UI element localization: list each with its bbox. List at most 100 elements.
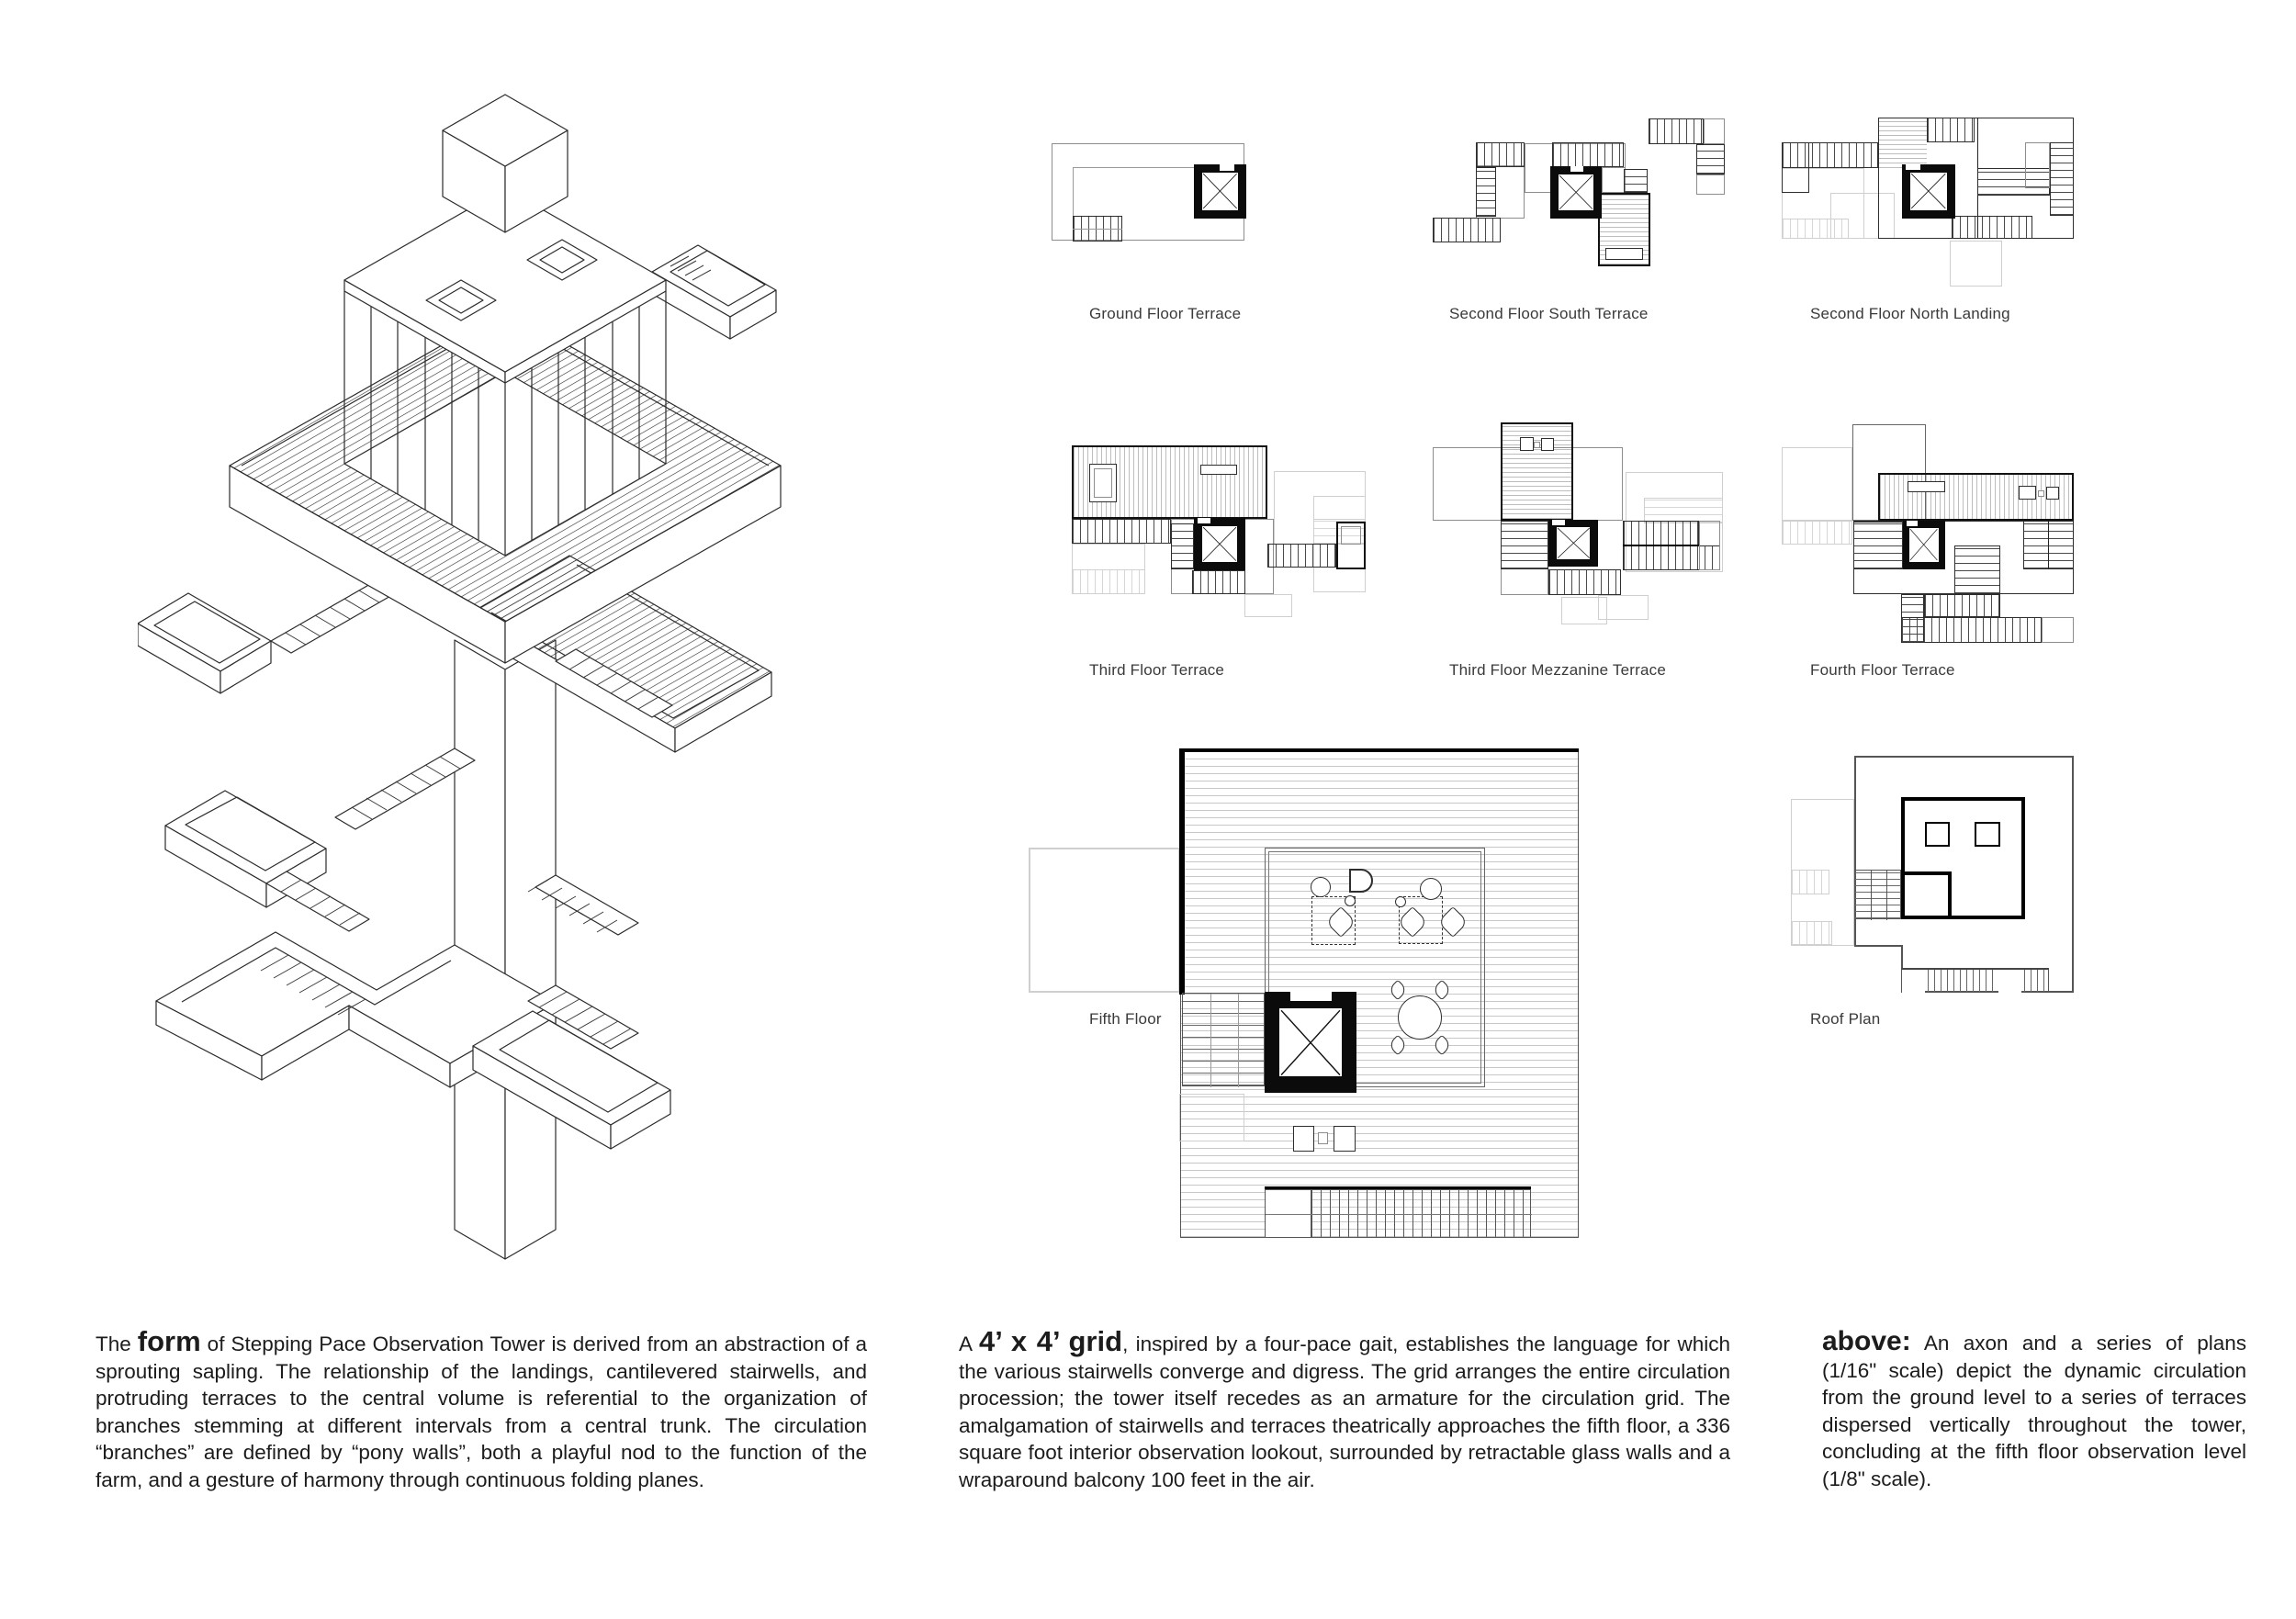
upper-left-landing	[138, 582, 393, 694]
wall-line	[1073, 167, 1074, 217]
round-table	[1398, 995, 1442, 1040]
plan-label-fifth-floor: Fifth Floor	[1089, 1010, 1162, 1028]
stair-run	[1954, 545, 2000, 594]
core-x-icon	[1559, 174, 1593, 210]
ghost-outline	[1029, 848, 1180, 993]
elevator-core	[1548, 520, 1598, 567]
stair-run	[1501, 521, 1548, 569]
elevator-core	[1902, 164, 1955, 219]
lounge-chair	[1349, 869, 1373, 893]
core-cab	[1910, 173, 1947, 210]
core-cab	[1556, 527, 1591, 559]
ghost-stair	[1791, 870, 1829, 894]
plan-label-second-floor-south-terrace: Second Floor South Terrace	[1449, 305, 1649, 322]
terrace-deck	[1501, 422, 1573, 521]
ghost-outline	[1830, 193, 1895, 239]
landing-outline	[1782, 142, 1809, 193]
stair-midline	[1266, 1214, 1532, 1215]
stair-run	[1952, 216, 2032, 239]
landing-outline	[1696, 174, 1725, 195]
plan-second-floor-south-terrace	[1433, 92, 1763, 294]
glass-wall	[1268, 851, 1481, 1084]
stair-run	[1548, 569, 1621, 595]
furniture	[1541, 438, 1554, 451]
stair-run	[1649, 118, 1704, 144]
furniture	[1318, 1132, 1328, 1144]
side-table	[1395, 896, 1406, 907]
stair-run	[1433, 218, 1501, 242]
ghost-stair	[1791, 921, 1832, 945]
furniture	[1520, 437, 1534, 451]
plan-label-second-floor-north-landing: Second Floor North Landing	[1810, 305, 2010, 322]
core-cab	[1558, 174, 1594, 210]
stair-rail	[1210, 994, 1211, 1087]
core-door-notch	[1552, 520, 1565, 525]
caption-form-lead: form	[137, 1325, 201, 1357]
landing-outline	[1336, 522, 1366, 569]
ghost-outline	[1561, 597, 1607, 624]
core-x-icon	[1280, 1009, 1341, 1075]
roof-edge	[1854, 945, 1901, 947]
bench	[1908, 481, 1945, 492]
stair-rail	[1886, 871, 1887, 920]
caption-grid-before: A	[959, 1332, 980, 1355]
furniture	[2019, 486, 2036, 500]
furniture	[1534, 442, 1540, 448]
caption-above-text: An axon and a series of plans (1/16" sca…	[1822, 1332, 2246, 1490]
plan-label-ground-floor-terrace: Ground Floor Terrace	[1089, 305, 1242, 322]
caption-grid-lead: 4’ x 4’ grid	[979, 1325, 1123, 1357]
pouf-chair	[1311, 877, 1331, 897]
stair-landing	[1998, 970, 2021, 993]
ghost-outline	[1950, 241, 2002, 287]
plan-roof	[1791, 751, 2112, 1027]
core-cab	[1909, 528, 1939, 562]
plan-fourth-floor-terrace	[1782, 413, 2112, 661]
stair-rail	[1871, 871, 1872, 920]
furniture	[2046, 487, 2059, 500]
roof-slab	[343, 187, 667, 384]
core-door-notch	[1907, 521, 1918, 526]
axon-drawing	[138, 94, 782, 1260]
plan-label-third-floor-terrace: Third Floor Terrace	[1089, 661, 1225, 679]
plan-third-floor-terrace	[1056, 404, 1405, 634]
stair-run	[1782, 142, 1878, 168]
skylight	[1925, 822, 1950, 847]
core-x-icon	[1910, 529, 1938, 561]
wall-line	[2048, 521, 2049, 569]
roof-access-cube	[442, 94, 568, 233]
core-x-icon	[1202, 526, 1237, 562]
plan-second-floor-north-landing	[1782, 92, 2112, 294]
rug	[1311, 896, 1356, 945]
stair-run	[1476, 167, 1496, 217]
balcony-stair	[1265, 1189, 1532, 1238]
furniture	[1334, 1126, 1356, 1152]
core-x-icon	[1557, 527, 1590, 559]
stair-midline	[1073, 229, 1122, 230]
stair-run	[1924, 594, 2000, 617]
top-right-balcony	[651, 244, 777, 340]
skylight	[1975, 822, 2000, 847]
elevator-core	[1194, 164, 1246, 219]
plan-label-fourth-floor-terrace: Fourth Floor Terrace	[1810, 661, 1955, 679]
ghost-outline	[1244, 594, 1292, 617]
stair-run	[1927, 118, 1975, 142]
stair-run	[1901, 968, 2049, 993]
wall-thick	[1265, 1186, 1531, 1189]
wall-line	[1073, 167, 1194, 168]
stair-run	[1267, 544, 1336, 568]
roof-edge	[1854, 756, 2074, 758]
core-cab	[1201, 526, 1238, 562]
stair-run	[1192, 570, 1245, 594]
core-cab	[1279, 1007, 1342, 1077]
roof-edge	[1854, 756, 1856, 945]
stair-landing	[1266, 1190, 1311, 1237]
plan-fifth-floor	[1019, 742, 1589, 1252]
wall-line	[1623, 545, 1700, 546]
core-door-notch	[1290, 992, 1332, 1001]
elevator-core	[1194, 518, 1245, 570]
core-door-notch	[1570, 166, 1583, 172]
caption-above-lead: above:	[1822, 1326, 1911, 1356]
caption-grid: A 4’ x 4’ grid, inspired by a four-pace …	[959, 1325, 1730, 1493]
side-table	[1345, 895, 1356, 906]
stair-run	[1552, 142, 1624, 167]
